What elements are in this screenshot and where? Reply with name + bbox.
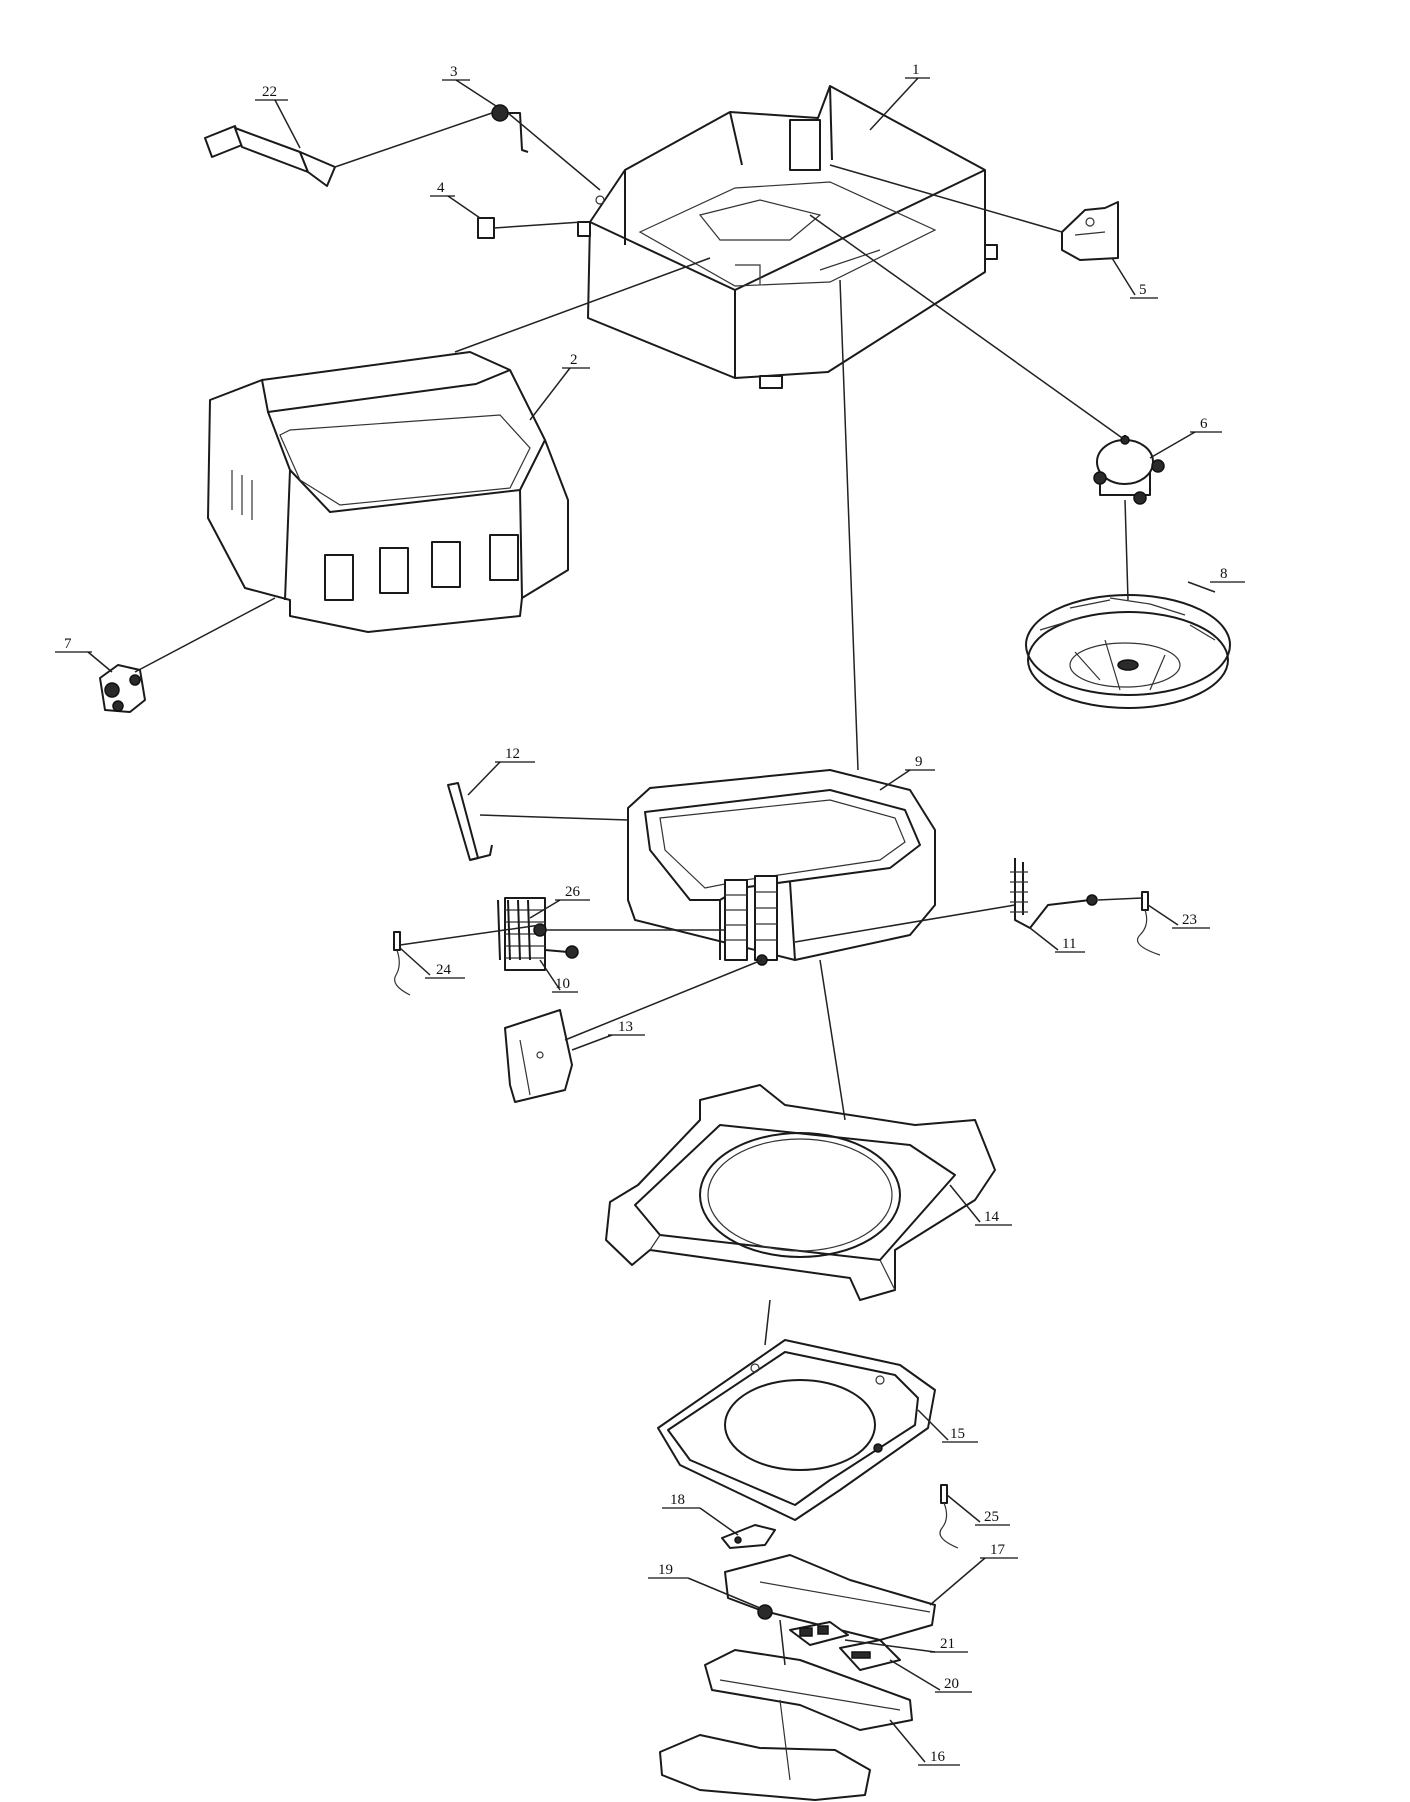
part-13-coil-bracket (504, 1009, 573, 1103)
part-20-display-board (839, 1639, 901, 1671)
callout-16: 16 (889, 1719, 960, 1766)
part-24-temperature-probe (393, 931, 411, 996)
callout-label-5: 5 (1139, 282, 1147, 298)
callout-12: 12 (467, 746, 535, 796)
callout-label-3: 3 (450, 64, 458, 80)
callout-label-26: 26 (565, 884, 581, 900)
callout-label-16: 16 (930, 1749, 946, 1765)
part-14-base-frame (605, 1084, 996, 1301)
part-18-small-cover (721, 1524, 776, 1549)
callout-11: 11 (1029, 927, 1085, 953)
callout-label-15: 15 (950, 1426, 965, 1442)
callout-25: 25 (946, 1494, 1010, 1526)
callout-label-24: 24 (436, 962, 452, 978)
callout-label-21: 21 (940, 1636, 955, 1652)
callout-label-9: 9 (915, 754, 923, 770)
part-15-panel-base (657, 1339, 936, 1521)
callout-label-2: 2 (570, 352, 578, 368)
callout-6: 6 (1149, 416, 1222, 459)
part-12-support-rod (447, 782, 493, 861)
callout-21: 21 (844, 1636, 968, 1653)
callout-label-23: 23 (1182, 912, 1197, 928)
part-16-control-box (659, 1649, 913, 1801)
part-25-temperature-probe (939, 1484, 959, 1549)
callout-26: 26 (529, 884, 590, 919)
callout-label-14: 14 (984, 1209, 1000, 1225)
callout-label-6: 6 (1200, 416, 1208, 432)
callout-label-20: 20 (944, 1676, 959, 1692)
callout-label-19: 19 (658, 1562, 673, 1578)
part-19-connector (757, 1604, 773, 1620)
callout-4: 4 (430, 180, 481, 219)
part-8-centrifugal-fan (1025, 594, 1231, 709)
part-23-temperature-probe (1136, 891, 1161, 956)
part-1-top-housing (577, 85, 998, 389)
part-6-fan-motor (1093, 435, 1165, 505)
callout-1: 1 (869, 62, 930, 131)
part-5-mounting-bracket (1061, 201, 1119, 261)
callout-label-8: 8 (1220, 566, 1228, 582)
callout-19: 19 (648, 1562, 761, 1609)
callout-22: 22 (255, 84, 301, 149)
callout-20: 20 (889, 1659, 972, 1693)
callout-label-12: 12 (505, 746, 520, 762)
callout-13: 13 (571, 1019, 645, 1051)
part-22-tube-sensor (204, 125, 336, 187)
callout-label-18: 18 (670, 1492, 685, 1508)
callout-18: 18 (662, 1492, 739, 1536)
part-17-electric-box-cover (724, 1554, 936, 1641)
callout-label-11: 11 (1062, 936, 1076, 952)
callout-label-10: 10 (555, 976, 570, 992)
callout-label-4: 4 (437, 180, 445, 196)
callout-label-22: 22 (262, 84, 277, 100)
callout-9: 9 (879, 754, 935, 791)
callout-label-17: 17 (990, 1542, 1006, 1558)
callout-label-25: 25 (984, 1509, 999, 1525)
leader-lines (134, 112, 1143, 1666)
callout-label-1: 1 (912, 62, 920, 78)
callout-label-13: 13 (618, 1019, 633, 1035)
callout-24: 24 (399, 947, 465, 979)
callout-2: 2 (529, 352, 590, 421)
callout-7: 7 (55, 636, 113, 673)
part-7-drain-pump (99, 664, 146, 713)
part-9-drain-pan (627, 769, 936, 961)
callout-17: 17 (929, 1542, 1018, 1606)
part-3-clip-sensor (491, 104, 529, 153)
part-4-bracket (477, 217, 495, 239)
callout-14: 14 (949, 1184, 1012, 1226)
callout-label-7: 7 (64, 636, 72, 652)
callout-10: 10 (539, 959, 578, 993)
part-2-insulation-frame (207, 351, 569, 633)
callout-15: 15 (917, 1409, 978, 1443)
callout-8: 8 (1187, 566, 1245, 593)
callout-5: 5 (1111, 257, 1158, 299)
part-21-control-board (789, 1621, 849, 1646)
part-11-pipe-assembly (1010, 858, 1098, 929)
callout-23: 23 (1147, 904, 1210, 929)
callout-3: 3 (442, 64, 497, 107)
part-10-evaporator-coil (504, 875, 778, 971)
